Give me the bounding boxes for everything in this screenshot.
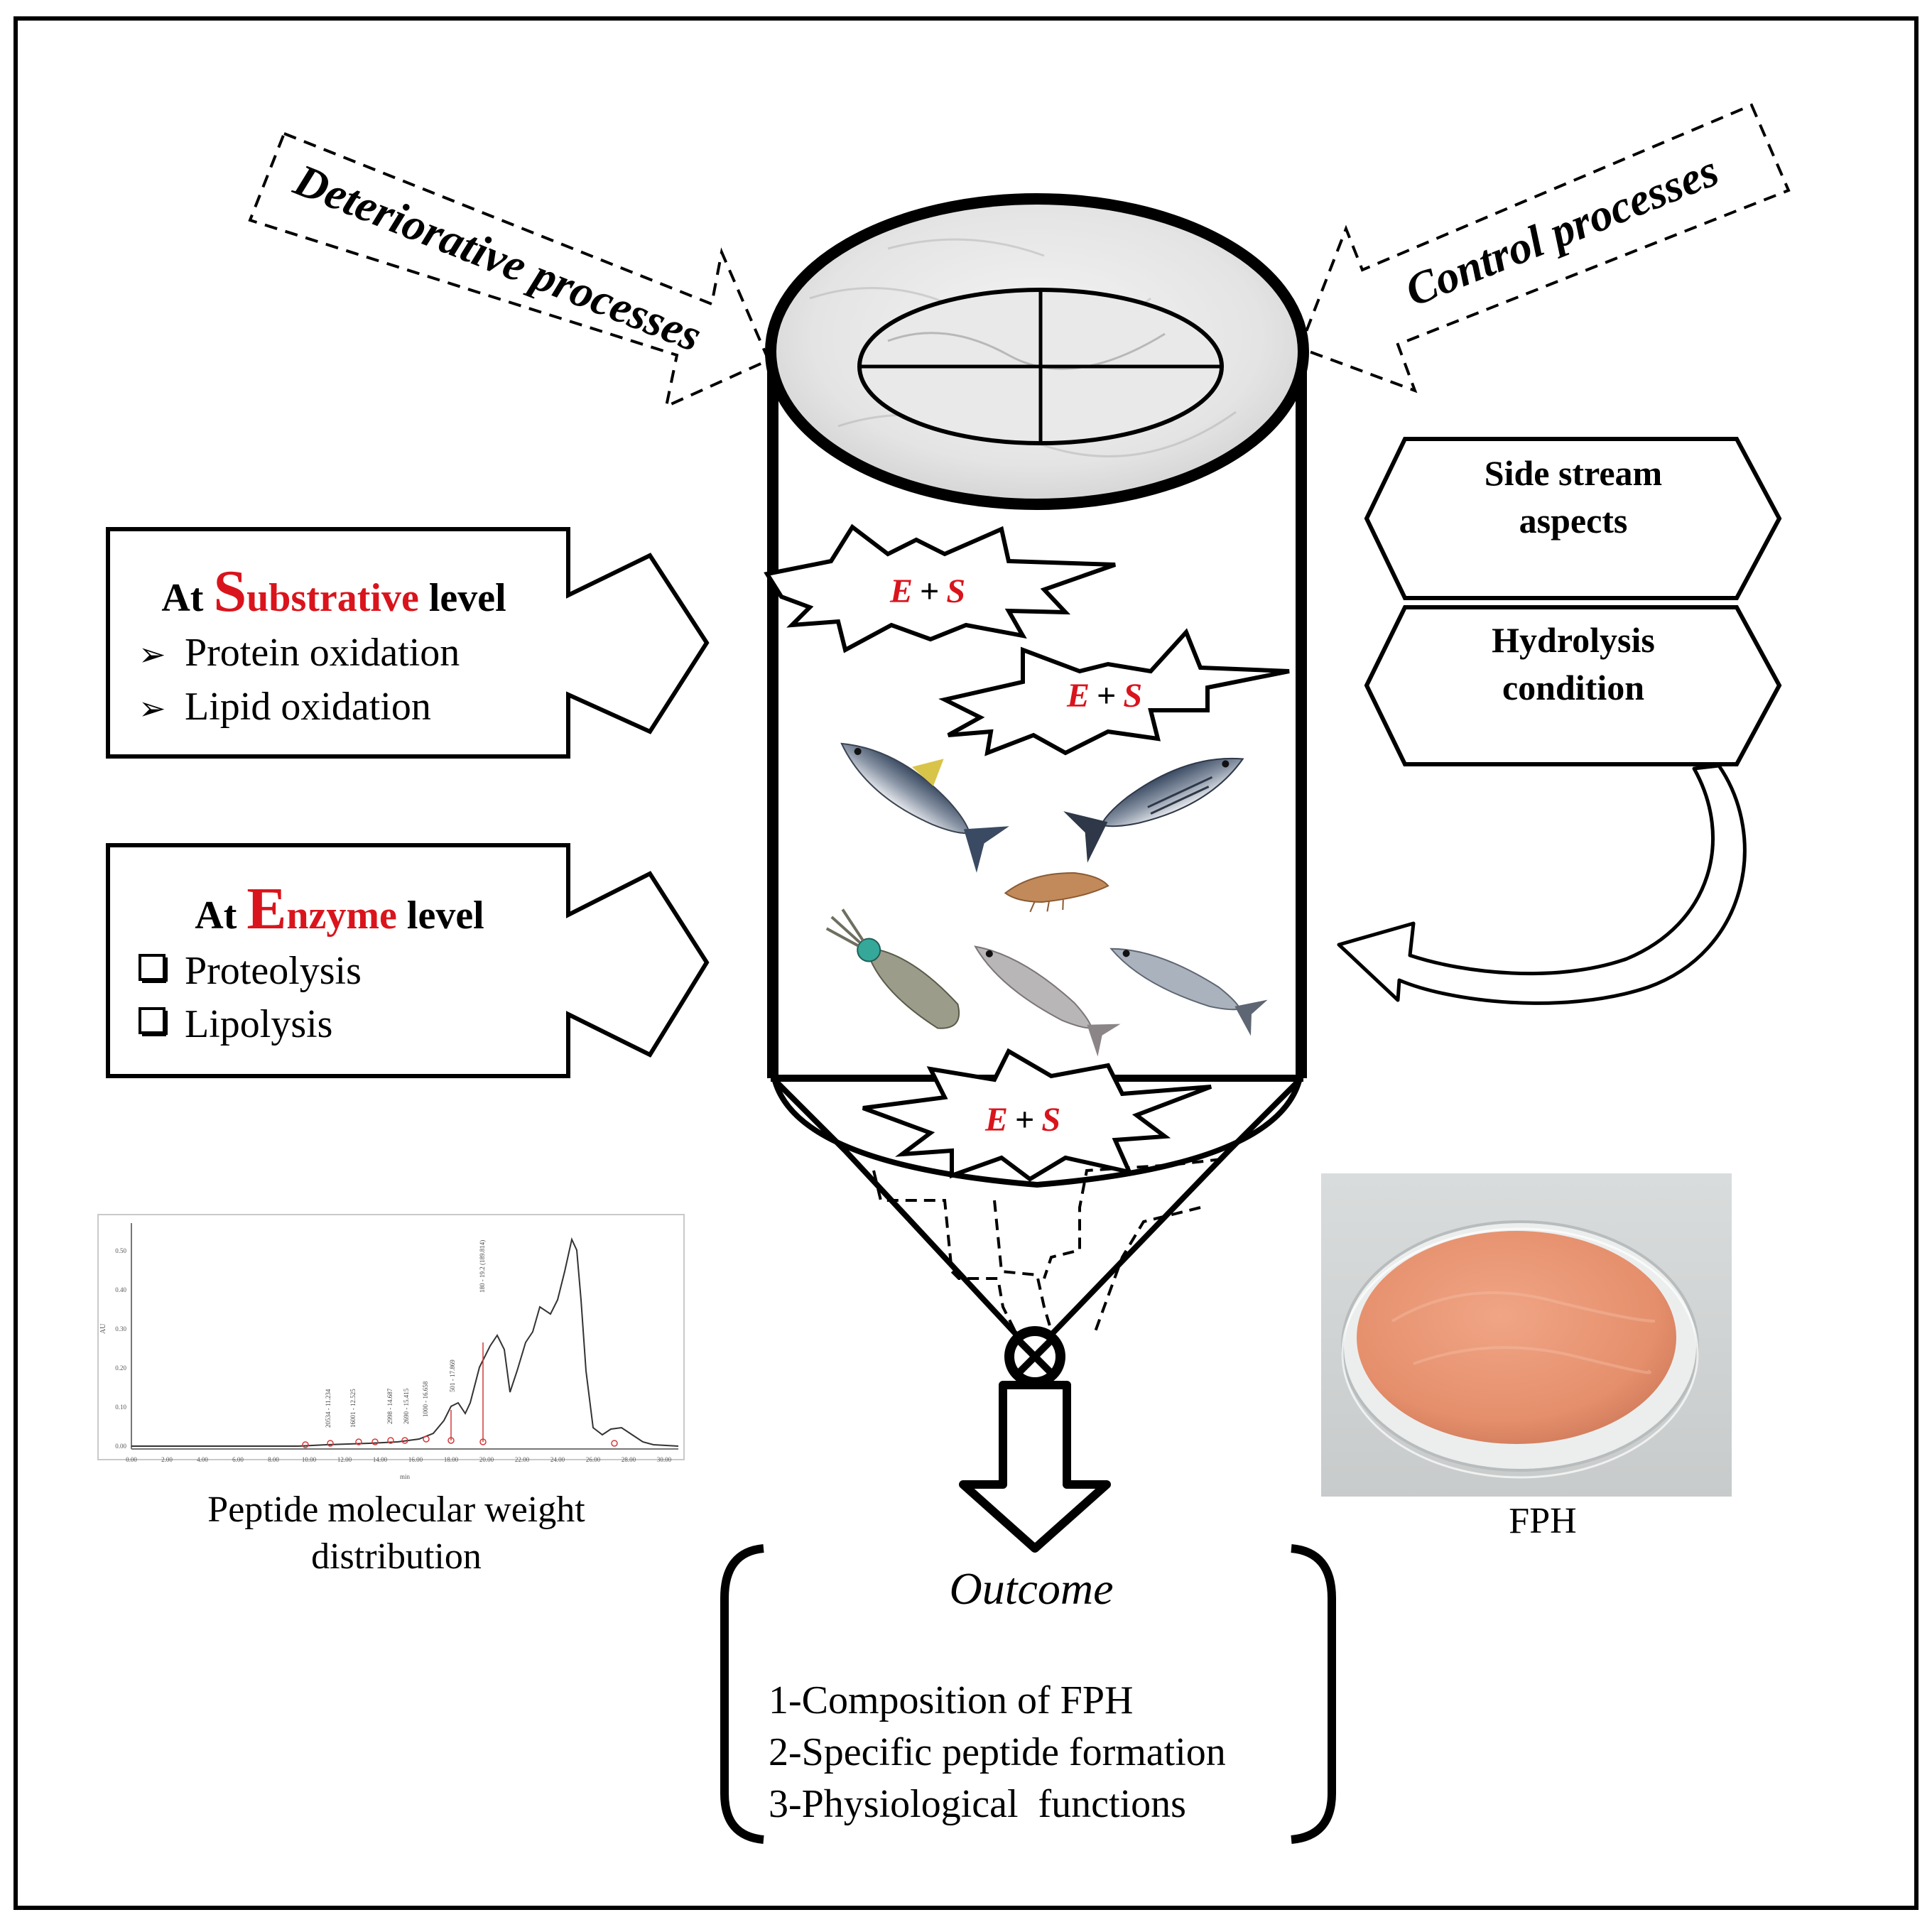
y-tick-label: 0.20 [115, 1364, 126, 1372]
x-tick-label: 20.00 [479, 1456, 494, 1463]
y-tick-label: 0.10 [115, 1404, 126, 1411]
substrative-item-1: Protein oxidation [185, 631, 460, 675]
outlet-arrow [959, 1381, 1111, 1553]
y-tick-label: 0.50 [115, 1247, 126, 1254]
enzyme-item-1: Proteolysis [185, 949, 362, 993]
enzyme-word: nzyme [286, 894, 397, 938]
y-tick-label: 0.40 [115, 1286, 126, 1293]
svg-text:E+S: E+S [1066, 677, 1142, 715]
peak-label: 2998 - 14.687 [386, 1388, 394, 1424]
enzyme-symbol: E [1066, 677, 1090, 715]
x-tick-label: 26.00 [586, 1456, 601, 1463]
control-processes-arrow: Control processes [1298, 103, 1791, 393]
checkbox-bullet-icon [139, 1007, 165, 1034]
enzyme-suffix: level [397, 894, 484, 938]
hydrolysis-line-2: condition [1502, 668, 1644, 707]
reactor-vessel [765, 193, 1309, 1553]
substrative-suffix: level [419, 576, 506, 620]
fph-label: FPH [1509, 1501, 1576, 1541]
x-tick-label: 0.00 [126, 1456, 137, 1463]
x-tick-label: 12.00 [337, 1456, 352, 1463]
outcome-item-2: 2-Specific peptide formation [769, 1730, 1226, 1774]
peak-markers [302, 1342, 618, 1448]
x-tick-label: 24.00 [550, 1456, 565, 1463]
bonito-fish [1063, 757, 1244, 863]
chromatogram-caption-line-1: Peptide molecular weight [207, 1489, 585, 1530]
y-tick-label: 0.00 [115, 1443, 126, 1450]
substrative-level-box: At Substrative level ➢ Protein oxidation… [106, 527, 710, 759]
substrate-symbol: S [946, 572, 965, 610]
reaction-burst-3: E+S [862, 1048, 1212, 1182]
side-stream-line-2: aspects [1519, 501, 1628, 541]
x-tick-label: 2.00 [161, 1456, 173, 1463]
reaction-burst-1: E+S [764, 523, 1116, 653]
plus-sign: + [920, 572, 939, 610]
hydrolysis-line-1: Hydrolysis [1492, 620, 1655, 660]
substrate-symbol: S [1041, 1101, 1060, 1139]
x-tick-label: 8.00 [268, 1456, 279, 1463]
substrative-initial: S [213, 558, 246, 624]
plus-sign: + [1097, 677, 1116, 715]
enzyme-level-box: At Enzyme level Proteolysis Lipolysis [106, 843, 710, 1078]
enzyme-symbol: E [889, 572, 913, 610]
side-stream-aspects-box: Side stream aspects [1364, 437, 1782, 600]
deteriorative-processes-arrow: Deteriorative processes [248, 131, 771, 409]
side-stream-line-1: Side stream [1485, 453, 1662, 493]
tuna-fish-1 [840, 742, 1009, 873]
outcome-item-1: 1-Composition of FPH [769, 1678, 1133, 1722]
y-tick-label: 0.30 [115, 1325, 126, 1332]
x-tick-label: 16.00 [408, 1456, 423, 1463]
shrimp [1004, 872, 1109, 913]
chromatogram-x-label: min [400, 1473, 411, 1480]
chromatogram-y-label: AU [99, 1323, 107, 1334]
svg-text:E+S: E+S [889, 572, 965, 610]
svg-text:E+S: E+S [984, 1101, 1060, 1139]
enzyme-initial: E [246, 876, 286, 942]
checkbox-bullet-icon [139, 954, 165, 981]
peak-label: 501 - 17.869 [449, 1359, 456, 1392]
chevron-bullet-icon: ➢ [139, 636, 166, 673]
x-tick-label: 10.00 [302, 1456, 317, 1463]
chromatogram: AU 0.00 0.10 0.20 0.30 0.40 0.50 0.00 2.00 4.00… [97, 1214, 685, 1577]
outer-frame [13, 16, 1919, 1910]
x-tick-label: 30.00 [657, 1456, 672, 1463]
substrative-word: ubstrative [246, 576, 419, 620]
svg-text:At Substrative level: At Substrative level [161, 558, 506, 624]
fph-powder-photo [1321, 1173, 1732, 1497]
deteriorative-processes-label: Deteriorative processes [287, 154, 709, 362]
control-processes-label: Control processes [1399, 145, 1725, 316]
enzyme-symbol: E [984, 1101, 1008, 1139]
peak-label: 16001 - 12.525 [349, 1389, 357, 1428]
silver-fish-2 [1109, 948, 1268, 1036]
hydrolysis-condition-box: Hydrolysis condition [1364, 605, 1782, 766]
peak-label: 2690 - 15.415 [403, 1388, 410, 1424]
x-tick-label: 14.00 [373, 1456, 388, 1463]
outcome-item-3: 3-Physiological functions [769, 1782, 1186, 1826]
x-tick-label: 6.00 [232, 1456, 244, 1463]
silver-fish-1 [974, 945, 1121, 1057]
peak-label: 180 - 19.2 (189.814) [479, 1240, 486, 1293]
chevron-bullet-icon: ➢ [139, 690, 166, 727]
chromatogram-trace [131, 1237, 679, 1447]
outcome-title: Outcome [949, 1563, 1113, 1614]
peak-label: 20534 - 11.234 [325, 1389, 332, 1428]
substrative-prefix: At [161, 576, 213, 620]
substrate-symbol: S [1123, 677, 1142, 715]
enzyme-item-2: Lipolysis [185, 1002, 332, 1046]
x-tick-label: 4.00 [197, 1456, 208, 1463]
enzyme-prefix: At [195, 894, 246, 938]
svg-text:At Enzyme level: At Enzyme level [195, 876, 484, 942]
feedback-curved-arrow [1337, 764, 1747, 1005]
squid [825, 908, 960, 1029]
chromatogram-caption-line-2: distribution [311, 1536, 482, 1577]
outcome-section: Outcome 1-Composition of FPH 2-Specific … [720, 1544, 1336, 1844]
x-tick-label: 18.00 [444, 1456, 459, 1463]
peak-label: 1000 - 16.658 [422, 1381, 429, 1417]
plus-sign: + [1015, 1101, 1034, 1139]
reaction-burst-2: E+S [938, 628, 1290, 756]
substrative-item-2: Lipid oxidation [185, 685, 431, 729]
x-tick-label: 28.00 [622, 1456, 636, 1463]
x-tick-label: 22.00 [515, 1456, 530, 1463]
